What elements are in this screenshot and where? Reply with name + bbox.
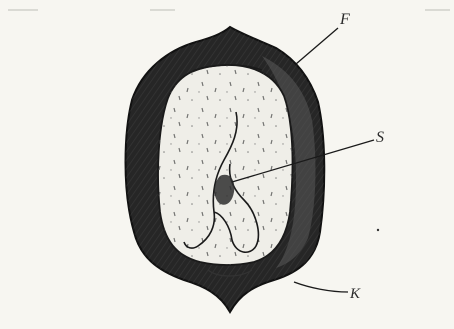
label-f: F: [339, 11, 350, 28]
label-k: K: [349, 286, 361, 302]
ink-speck: [377, 229, 379, 231]
seed-stipple: [158, 65, 292, 265]
leader-line-f: [296, 28, 338, 64]
leader-line-k: [294, 282, 348, 292]
label-s: S: [376, 129, 384, 146]
